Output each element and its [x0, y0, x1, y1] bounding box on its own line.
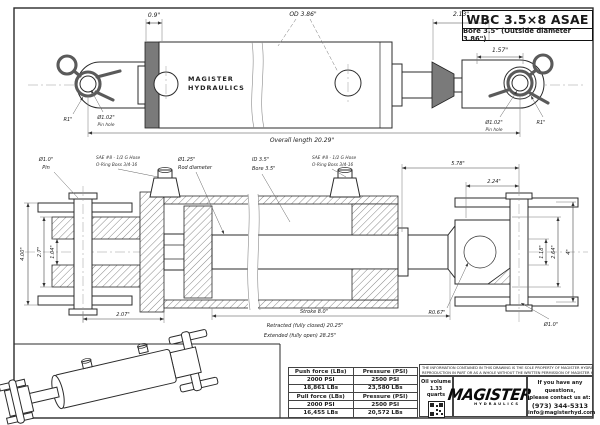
- rod-chamfer: [431, 61, 455, 109]
- logo-box: MAGISTER HYDRAULICS: [447, 376, 533, 417]
- barrel-wall-bottom: [163, 299, 399, 309]
- dim-pin-right-label: Ø1.0": [543, 321, 558, 328]
- contact-email[interactable]: info@magisterhyd.com: [528, 410, 596, 416]
- oil-volume-box: Oil volume 1.33 quarts: [419, 376, 453, 418]
- port-left-section: [149, 177, 181, 198]
- dim-base-label: 2.07": [116, 312, 129, 318]
- model-title: WBC 3.5×8 ASAE: [462, 10, 593, 29]
- retracted-label: Retracted (fully closed) 20.25": [267, 323, 344, 329]
- push-lbs-cell: 18,861 LBs: [288, 383, 354, 393]
- section-view: Ø1.0" Pin SAE #8 - 1/2 G Hose O-Ring Bos…: [20, 155, 588, 339]
- dim-height-label: 4.00": [20, 247, 26, 260]
- pull-psi-cell: 2500 PSI: [352, 400, 418, 410]
- bore-label: Bore 3.5": [252, 166, 275, 172]
- dim-rod-height-label: 4": [566, 249, 572, 254]
- dim-od-label: OD 3.86": [289, 11, 317, 18]
- pin-dia-sub: Pin: [42, 165, 50, 171]
- bore-id-label: ID 3.5": [252, 157, 269, 163]
- rod-dia-sub: Rod diameter: [178, 165, 213, 171]
- rod-dia-label: Ø1.25": [177, 156, 195, 163]
- pull-psi-cell: 2000 PSI: [288, 400, 354, 410]
- port-right-section: [329, 177, 361, 198]
- pin-dia-label: Ø1.0": [38, 156, 53, 163]
- dim-rod-outer-label: 2.64": [551, 245, 557, 258]
- contact-box: If you have any questions, please contac…: [527, 376, 596, 417]
- piston: [183, 205, 213, 299]
- contact-line1: If you have any questions,: [537, 380, 583, 394]
- port-right-callout-2: O-Ring Boss 3/4-16: [312, 162, 354, 168]
- dim-rod-end-label: 5.78": [451, 161, 464, 167]
- gland-bottom: [351, 268, 399, 301]
- left-pin-hole-sub: Pin hole: [97, 122, 114, 128]
- dim-collar-label: 0.9": [148, 12, 161, 19]
- dim-radius-label: R0.67": [429, 310, 446, 316]
- magister-logo: MAGISTER: [447, 385, 533, 404]
- barrel-wall-top: [163, 195, 399, 205]
- overall-length-label: Overall length 20.29": [270, 137, 335, 144]
- title-block: WBC 3.5×8 ASAE Bore 3.5" (Outside diamet…: [462, 10, 593, 43]
- pull-lbs-cell: 20,572 LBs: [352, 408, 418, 418]
- page-border: [13, 7, 594, 419]
- clevis-prong-bottom: [51, 264, 141, 288]
- left-pin-hole-label: Ø1.02": [96, 114, 114, 121]
- dim-head-label: 2.13": [453, 11, 469, 18]
- disclaimer-line1: THE INFORMATION CONTAINED IN THIS DRAWIN…: [422, 366, 593, 370]
- model-subtitle: Bore 3.5" (Outside diameter 3.86"): [462, 27, 593, 43]
- brand-line2: HYDRAULICS: [188, 84, 245, 92]
- qr-code-icon: [427, 400, 445, 418]
- oil-volume-line1: Oil volume: [421, 379, 451, 385]
- gland-top: [351, 203, 399, 236]
- push-psi-cell: 2500 PSI: [352, 375, 418, 385]
- brand-line1: MAGISTER: [188, 75, 234, 83]
- port-left-callout-2: O-Ring Boss 3/4-16: [96, 162, 138, 168]
- push-lbs-cell: 23,580 LBs: [352, 383, 418, 393]
- contact-phone[interactable]: (973) 344-5313: [531, 401, 589, 410]
- pull-lbs-cell: 16,455 LBs: [288, 408, 354, 418]
- right-pin-hole-label: Ø1.02": [484, 119, 502, 126]
- contact-line2: please contact us at:: [529, 395, 591, 401]
- extended-label: Extended (fully open) 28.25": [264, 333, 336, 339]
- pressure-header-cell: Pressure (PSI): [352, 366, 418, 377]
- dim-rod-clevis-label: 1.57": [492, 47, 508, 54]
- magister-logo-sub: HYDRAULICS: [474, 401, 520, 406]
- cotter-clip-right-icon: [488, 53, 554, 105]
- cotter-clip-left-icon: [56, 54, 122, 102]
- right-pin-radius-label: R1": [537, 120, 546, 126]
- clevis-prong-top: [51, 216, 141, 240]
- pressure-header-cell: Pressure (PSI): [352, 391, 418, 402]
- isometric-view: [0, 329, 219, 425]
- top-view: MAGISTER HYDRAULICS 0.9" OD 3.86" 2.13": [28, 11, 586, 144]
- table-row: Pull force (LBs)Pressure (PSI): [288, 391, 418, 402]
- port-right-callout-1: SAE #8 - 1/2 G Hose: [312, 155, 356, 161]
- disclaimer-line2: REPRODUCTION IN PART OR AS A WHOLE WITHO…: [422, 371, 592, 375]
- rod-nut: [163, 233, 185, 271]
- stroke-label: Stroke 8.0": [300, 309, 328, 315]
- port-left-callout-1: SAE #8 - 1/2 G Hose: [96, 155, 140, 161]
- disclaimer: THE INFORMATION CONTAINED IN THIS DRAWIN…: [419, 364, 593, 376]
- dim-rod-gap-label: 1.18": [539, 245, 545, 258]
- dim-clevis-gap-label: 1.04": [50, 245, 56, 258]
- table-row: Push force (LBs)Pressure (PSI): [288, 366, 418, 377]
- right-pin-hole-sub: Pin hole: [485, 127, 502, 133]
- dim-clevis-outer-label: 2.7": [37, 247, 43, 257]
- dim-rod-clevis-len-label: 2.24": [487, 179, 500, 185]
- push-header-cell: Push force (LBs): [288, 366, 354, 377]
- butt-cap: [139, 191, 165, 313]
- pull-header-cell: Pull force (LBs): [288, 391, 354, 402]
- push-psi-cell: 2000 PSI: [288, 375, 354, 385]
- left-pin-radius-label: R1": [64, 117, 73, 123]
- oil-volume-line2: 1.33 quarts: [426, 385, 446, 399]
